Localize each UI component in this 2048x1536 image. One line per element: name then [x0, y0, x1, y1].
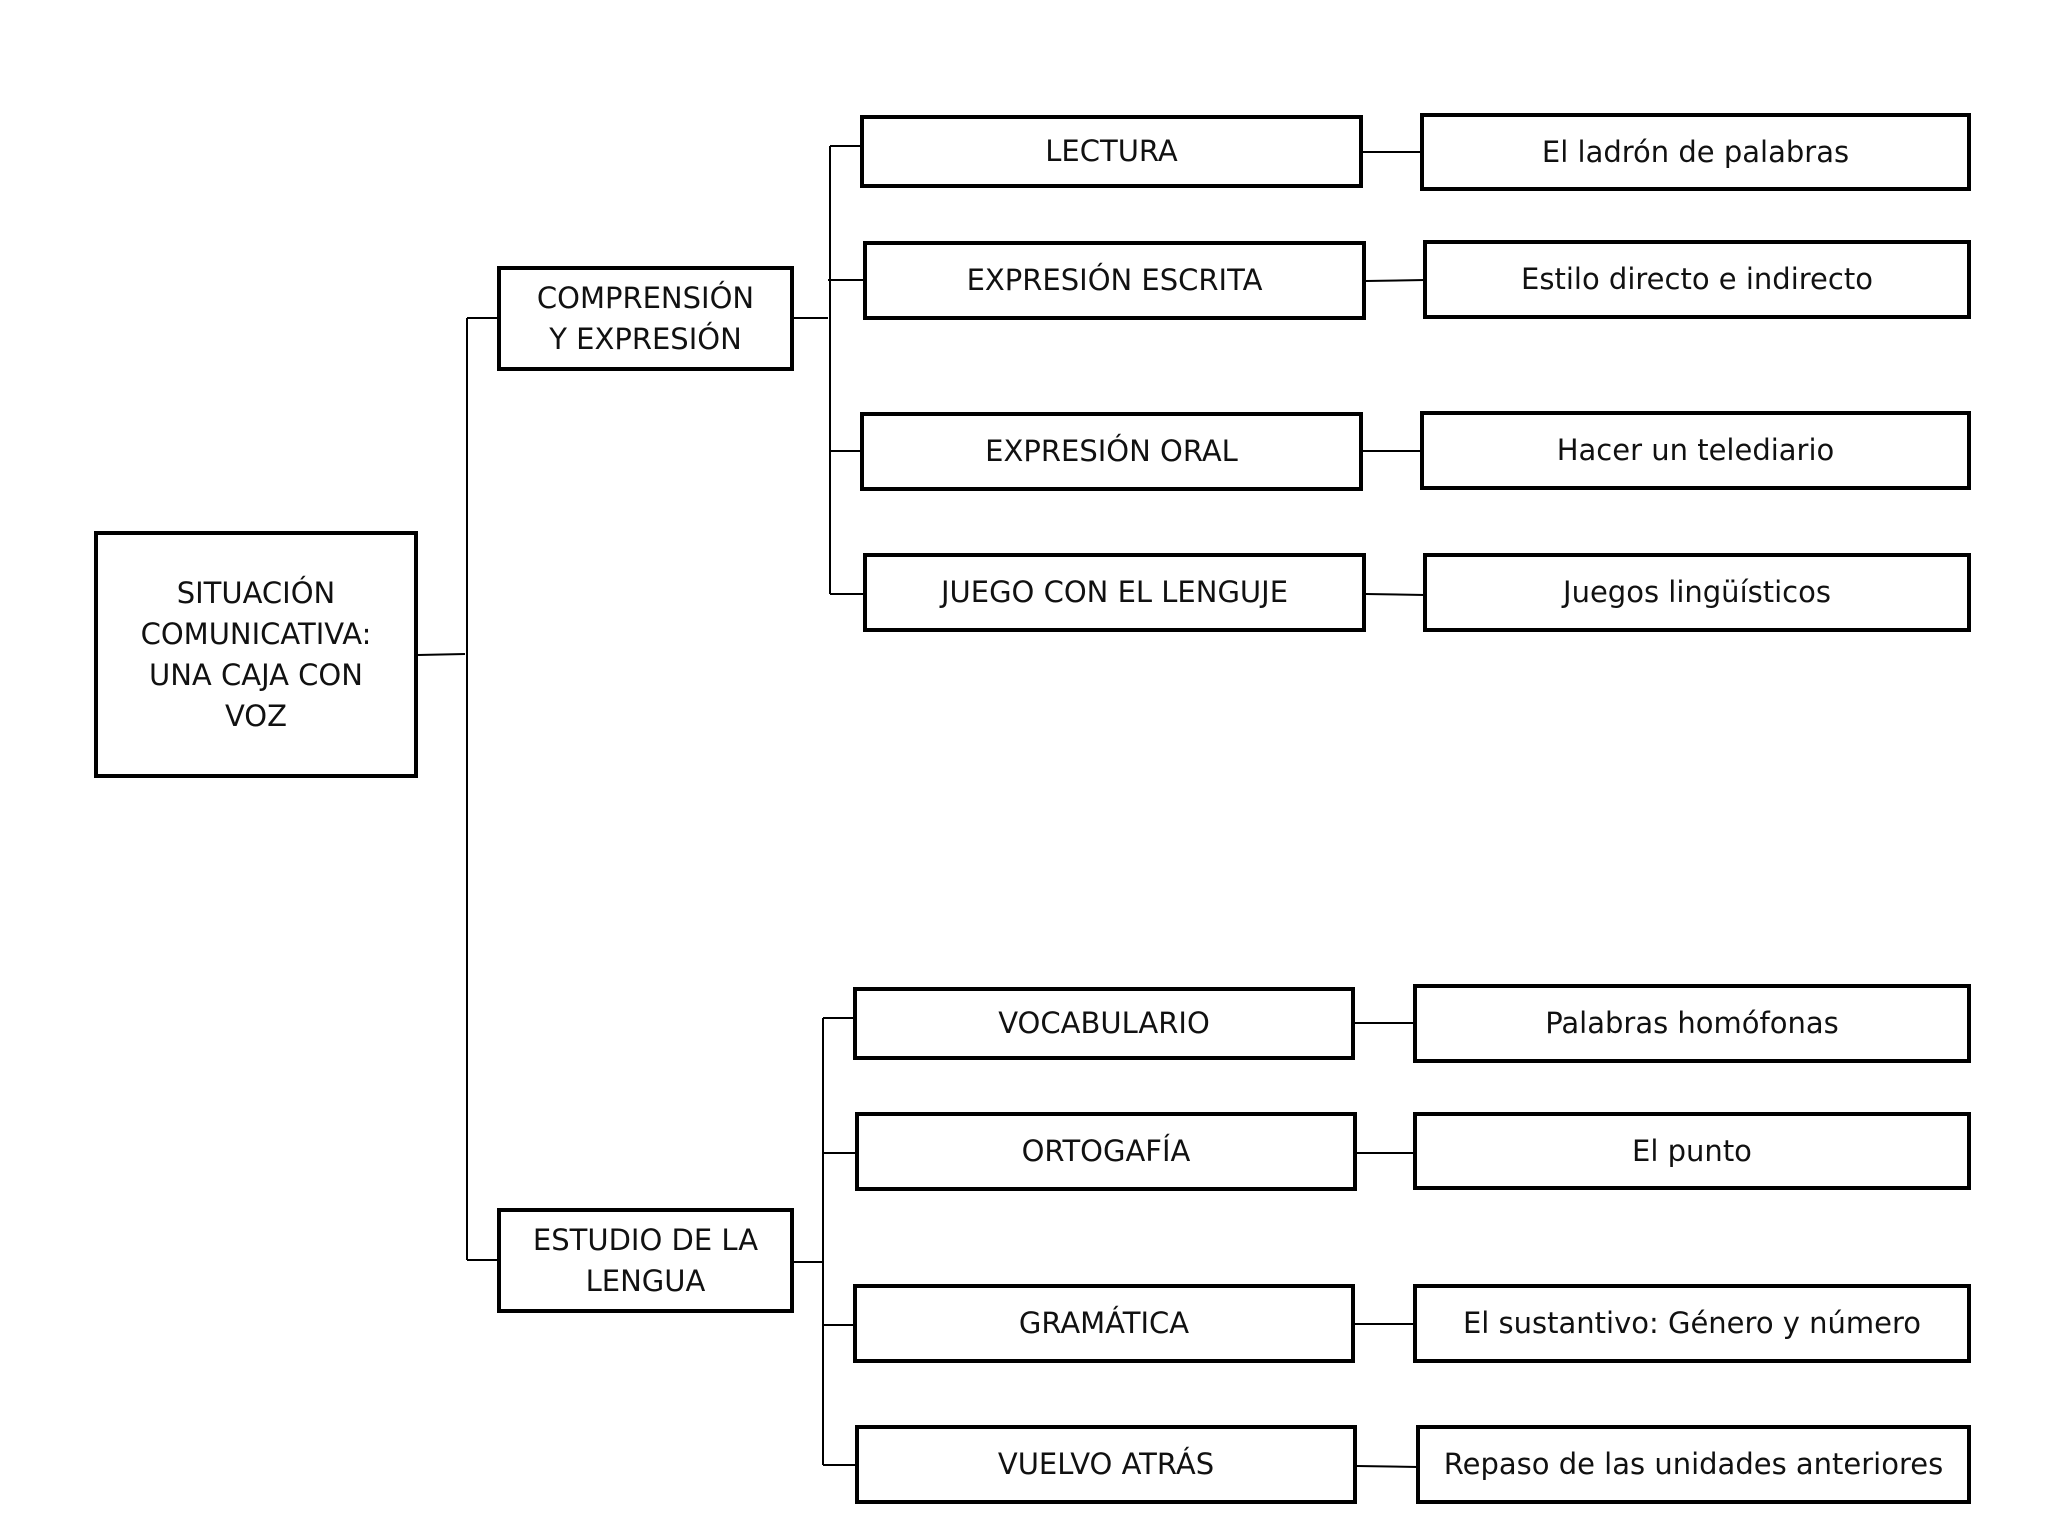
item-node-vuelvo-atras: VUELVO ATRÁS: [855, 1425, 1357, 1504]
detail-node-ortogafia: El punto: [1413, 1112, 1971, 1190]
item-node-expresion-oral: EXPRESIÓN ORAL: [860, 412, 1363, 491]
branch-node-estudio-de-la-lengua: ESTUDIO DE LA LENGUA: [497, 1208, 794, 1313]
detail-node-vuelvo-atras: Repaso de las unidades anteriores: [1416, 1425, 1971, 1504]
root-node: SITUACIÓN COMUNICATIVA: UNA CAJA CON VOZ: [94, 531, 418, 778]
detail-node-juego-con-el-lenguje: Juegos lingüísticos: [1423, 553, 1971, 632]
item-node-vocabulario: VOCABULARIO: [853, 987, 1355, 1060]
detail-node-expresion-escrita: Estilo directo e indirecto: [1423, 240, 1971, 319]
detail-node-vocabulario: Palabras homófonas: [1413, 984, 1971, 1063]
detail-node-gramatica: El sustantivo: Género y número: [1413, 1284, 1971, 1363]
item-node-lectura: LECTURA: [860, 115, 1363, 188]
item-node-juego-con-el-lenguje: JUEGO CON EL LENGUJE: [863, 553, 1366, 632]
item-node-expresion-escrita: EXPRESIÓN ESCRITA: [863, 241, 1366, 320]
detail-node-lectura: El ladrón de palabras: [1420, 113, 1971, 191]
branch-node-comprension-expresion: COMPRENSIÓN Y EXPRESIÓN: [497, 266, 794, 371]
detail-node-expresion-oral: Hacer un telediario: [1420, 411, 1971, 490]
item-node-gramatica: GRAMÁTICA: [853, 1284, 1355, 1363]
item-node-ortogafia: ORTOGAFÍA: [855, 1112, 1357, 1191]
